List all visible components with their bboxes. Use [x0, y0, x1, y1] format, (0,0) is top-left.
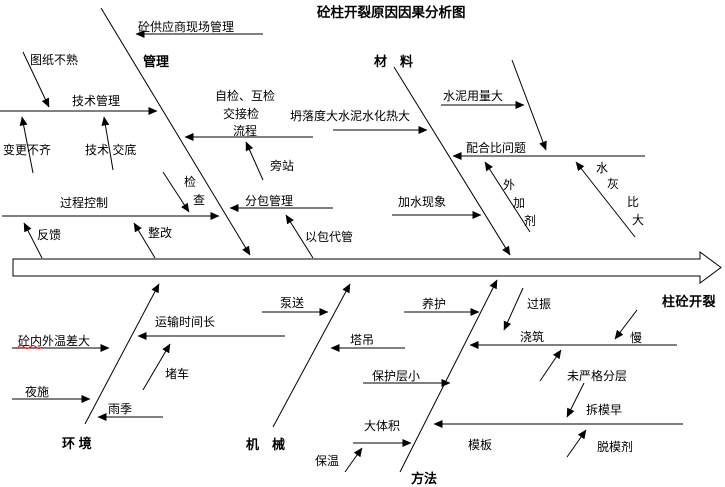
water-adding-label: 加水现象 [398, 195, 446, 209]
diagram-title: 砼柱开裂原因因果分析图 [317, 4, 466, 20]
inspection-char-0: 检 [184, 174, 196, 189]
formwork-label: 模板 [468, 438, 492, 452]
traffic-jam-line [142, 343, 171, 391]
environment-branch-line [84, 283, 160, 425]
management-branch-line [100, 7, 251, 256]
effect-label: 柱砼开裂 [662, 294, 717, 309]
feedback-line [23, 222, 43, 259]
supplier-site-mgmt-label: 砼供应商现场管理 [138, 19, 234, 34]
slump-hydration-label: 坍落度大水泥水化热大 [290, 108, 410, 123]
tower-crane-label: 塔吊 [350, 333, 374, 347]
over-vibration-label: 过振 [527, 297, 551, 311]
slow-label: 慢 [630, 331, 642, 345]
process-control-label: 过程控制 [60, 195, 108, 210]
machinery-branch-line [272, 283, 351, 428]
mix-ratio-label: 配合比问题 [466, 140, 526, 155]
side-supervision-label: 旁站 [270, 158, 294, 173]
method-branch-line [399, 279, 498, 473]
curing-label: 养护 [422, 296, 446, 311]
change-incomplete-label: 变更不齐 [3, 142, 51, 157]
over-vibration-line [503, 287, 524, 331]
environment-label: 环 境 [62, 436, 92, 451]
inspection-line [162, 171, 190, 213]
inspection-char-1: 查 [193, 193, 205, 207]
rainy-season-label: 雨季 [108, 402, 132, 416]
wc-ratio-char-3: 大 [632, 213, 644, 227]
rectification-label: 整改 [148, 225, 172, 240]
rectification-line [133, 222, 156, 259]
release-agent-label: 脱模剂 [597, 439, 633, 454]
material-label: 材 料 [374, 54, 413, 69]
temp-difference-label: 砼内外温差大 [18, 334, 90, 348]
pouring-label: 浇筑 [520, 329, 544, 344]
slow-line [614, 309, 638, 340]
manage-by-subcontract-line [285, 214, 314, 259]
early-form-removal-line [566, 382, 585, 418]
tech-disclosure-label: 技术 交底 [85, 142, 136, 157]
wc-ratio-char-2: 比 [627, 195, 639, 209]
spine-arrow [12, 251, 722, 284]
admixture-char-1: 加 [513, 196, 525, 210]
material-branch-line [393, 66, 511, 256]
insulation-label: 保温 [315, 454, 339, 468]
drawing-unfamiliar-line [22, 51, 50, 108]
check-flow-label-0: 自检、互检 [215, 88, 275, 103]
no-strict-layering-line [539, 349, 562, 382]
transport-time-label: 运输时间长 [155, 314, 215, 329]
check-flow-label-1: 交接检 [223, 106, 259, 121]
wc-ratio-char-1: 灰 [607, 177, 619, 191]
admixture-char-2: 剂 [524, 213, 536, 228]
tech-disclosure-line [101, 116, 114, 171]
cement-dosage-label: 水泥用量大 [443, 89, 503, 103]
management-label: 管理 [143, 54, 169, 69]
admixture-char-0: 外 [503, 178, 515, 192]
wc-ratio-char-0: 水 [596, 161, 608, 175]
side-supervision-line [245, 141, 264, 181]
early-form-removal-label: 拆模早 [586, 402, 622, 417]
subcontract-mgmt-label: 分包管理 [245, 193, 293, 208]
no-strict-layering-label: 未严格分层 [567, 368, 627, 383]
material-sub-rib-line [511, 59, 547, 151]
spellcheck-underline [17, 345, 43, 349]
release-agent-line [566, 429, 587, 458]
tech-mgmt-label: 技术管理 [72, 93, 120, 108]
check-flow-label-2: 流程 [233, 123, 257, 138]
traffic-jam-label: 堵车 [165, 366, 189, 381]
admixture-line [484, 161, 531, 233]
method-label: 方法 [411, 471, 437, 486]
night-construction-label: 夜施 [25, 384, 49, 399]
drawing-unfamiliar-label: 图纸不熟 [30, 52, 78, 67]
machinery-label: 机 械 [246, 437, 285, 452]
manage-by-subcontract-label: 以包代管 [305, 229, 353, 244]
protective-cover-label: 保护层小 [372, 369, 420, 383]
water-cement-ratio-line [575, 161, 636, 238]
change-incomplete-line [19, 116, 34, 174]
feedback-label: 反馈 [37, 228, 61, 242]
pumping-label: 泵送 [280, 295, 304, 310]
mass-concrete-label: 大体积 [364, 419, 400, 433]
insulation-line [344, 447, 363, 473]
